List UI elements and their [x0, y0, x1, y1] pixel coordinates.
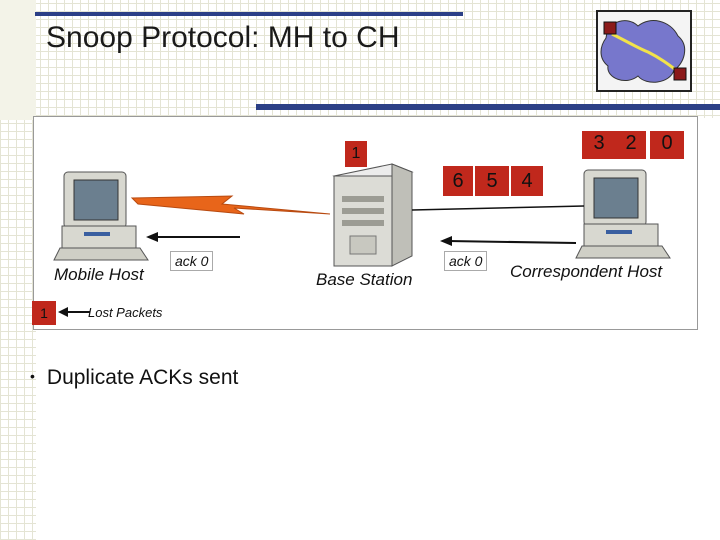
bullet-item: • Duplicate ACKs sent	[30, 366, 238, 390]
base-station-server-icon	[332, 163, 414, 267]
correspondent-host-computer-icon	[575, 169, 671, 259]
ack-right-label: ack 0	[444, 251, 488, 271]
packet-sender-0: 0	[650, 131, 684, 159]
lost-packet: 1	[32, 301, 56, 325]
page-title: Snoop Protocol: MH to CH	[46, 21, 400, 54]
divider-bar	[256, 104, 720, 110]
wired-link	[411, 205, 585, 211]
lost-packet-arrow	[58, 307, 90, 317]
ack-arrow-left	[146, 232, 240, 242]
left-strip	[0, 0, 36, 120]
ack-left-label: ack 0	[170, 251, 214, 271]
bullet-text: Duplicate ACKs sent	[46, 366, 239, 389]
base-station-label: Base Station	[316, 270, 413, 289]
packet-sender-3: 3	[582, 131, 616, 159]
mobile-host-computer-icon	[53, 171, 149, 261]
wireless-link	[130, 195, 331, 215]
packet-wire-6: 6	[443, 166, 473, 196]
packet-sender-2: 2	[616, 131, 646, 159]
network-logo-icon	[596, 10, 692, 92]
correspondent-host-label: Correspondent Host	[510, 262, 663, 281]
title-bar	[35, 12, 463, 16]
packet-wire-4: 4	[511, 166, 543, 196]
packet-wireless: 1	[345, 141, 367, 167]
ack-arrow-right	[440, 236, 577, 246]
packet-wire-5: 5	[475, 166, 509, 196]
bullet-icon: •	[30, 368, 35, 384]
mobile-host-label: Mobile Host	[54, 265, 144, 284]
lost-packets-label: Lost Packets	[88, 305, 163, 320]
